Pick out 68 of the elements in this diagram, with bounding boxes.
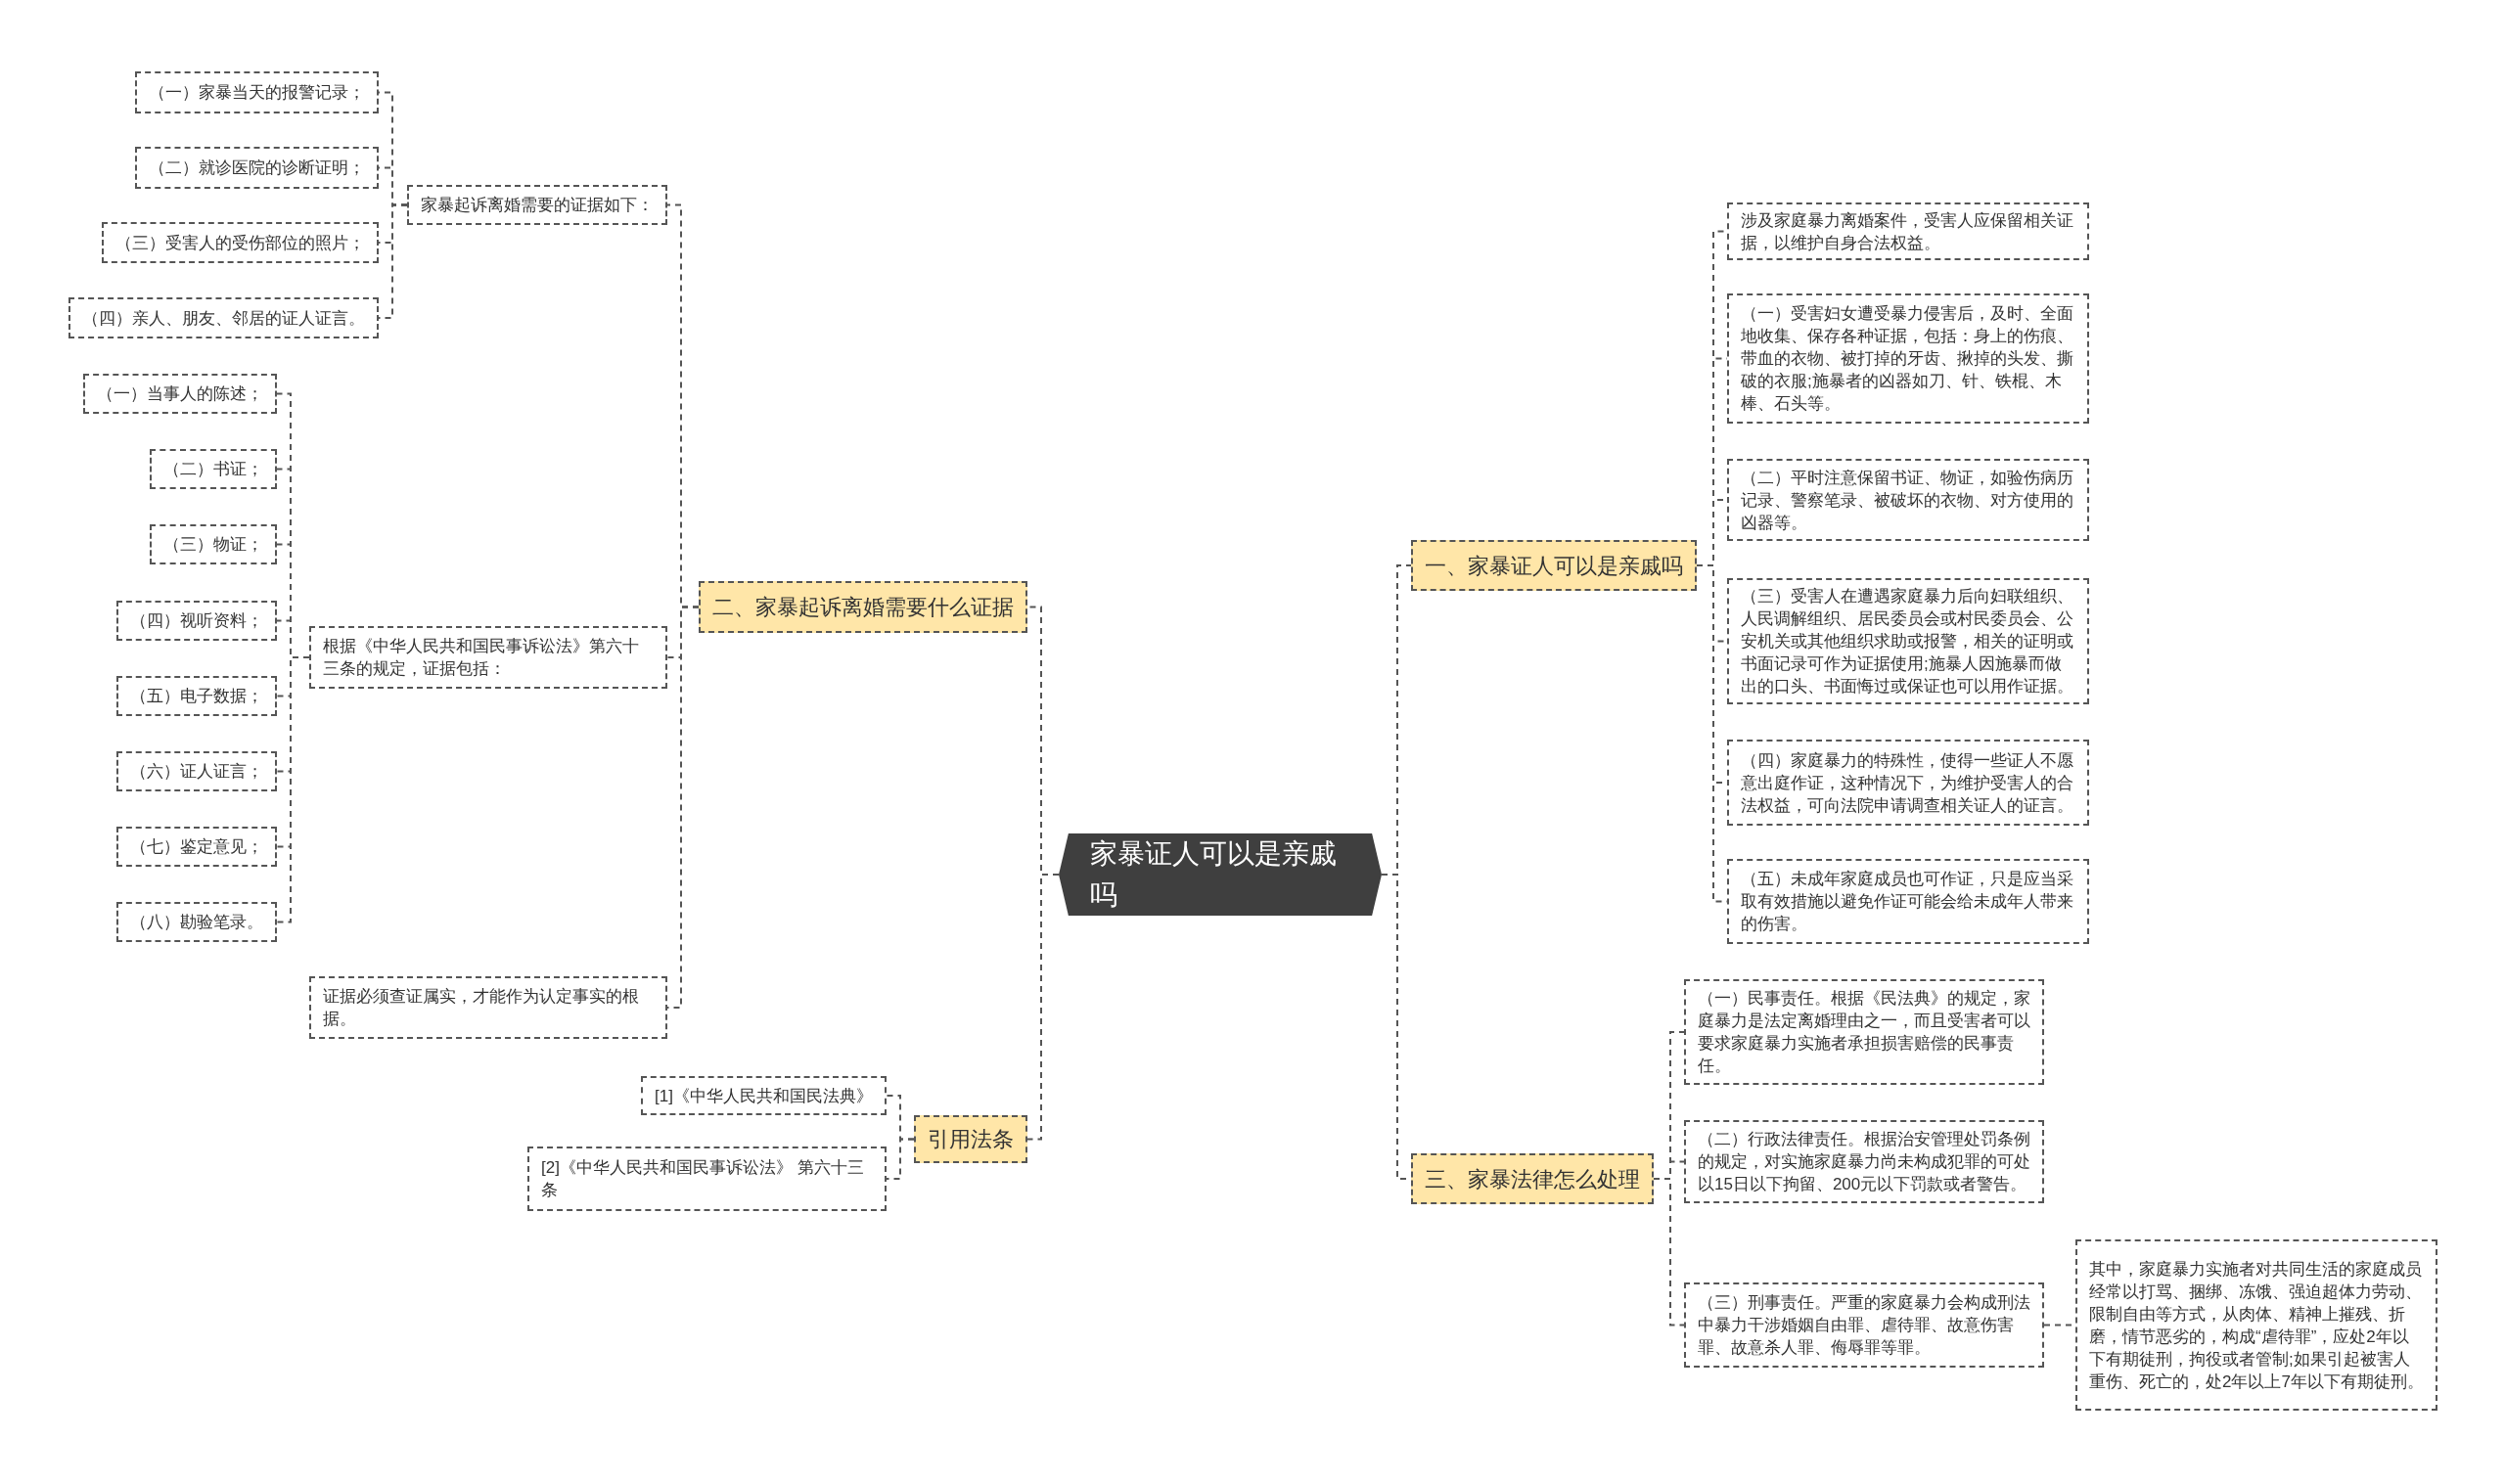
subtopic-box: [1727, 459, 2089, 541]
node-text: 家暴起诉离婚需要的证据如下：: [421, 195, 654, 216]
subtopic-box: [135, 147, 379, 189]
central-topic: [1059, 833, 1382, 916]
node-text: 涉及家庭暴力离婚案件，受害人应保留相关证据，以维护自身合法权益。: [1741, 209, 2074, 254]
node-text: （四）视听资料；: [130, 610, 263, 632]
node-text: （五）电子数据；: [130, 686, 263, 707]
subtopic-box: [1727, 578, 2089, 704]
subtopic-box: [1727, 202, 2089, 260]
node-text: （三）受害人在遭遇家庭暴力后向妇联组织、人民调解组织、居民委员会或村民委员会、公安机关或其他组织求助或报警，相关的证明或书面记录可作为证据使用;施暴人因施暴而做出的口头、书面悔过或保证也可以用作证据。: [1741, 586, 2074, 697]
subtopic-box: [1684, 979, 2044, 1085]
node-text: 二、家暴起诉离婚需要什么证据: [712, 594, 1014, 621]
node-text: （二）就诊医院的诊断证明；: [149, 157, 365, 179]
topic-box: [1411, 1153, 1654, 1204]
subtopic-box: [1727, 859, 2089, 944]
subtopic-box: [527, 1147, 887, 1211]
node-text: 证据必须查证属实，才能作为认定事实的根据。: [323, 986, 640, 1030]
node-text: （二）平时注意保留书证、物证，如验伤病历记录、警察笔录、被破坏的衣物、对方使用的凶器等。: [1741, 467, 2074, 534]
subtopic-box: [68, 297, 379, 338]
node-text: （一）民事责任。根据《民法典》的规定，家庭暴力是法定离婚理由之一，而且受害者可以要求家庭暴力实施者承担损害赔偿的民事责任。: [1698, 988, 2030, 1077]
connector-line: [886, 1138, 915, 1180]
subtopic-box: [116, 601, 277, 641]
node-text: （二）行政法律责任。根据治安管理处罚条例的规定，对实施家庭暴力尚未构成犯罪的可处以15日以下拘留、200元以下罚款或者警告。: [1698, 1129, 2030, 1195]
node-text: （五）未成年家庭成员也可作证，只是应当采取有效措施以避免作证可能会给未成年人带来的伤害。: [1741, 869, 2074, 935]
node-text: （一）受害妇女遭受暴力侵害后，及时、全面地收集、保存各种证据，包括：身上的伤痕、带血的衣物、被打掉的牙齿、揪掉的头发、撕破的衣服;施暴者的凶器如刀、针、铁棍、木棒、石头等。: [1741, 303, 2074, 415]
connector-line: [1026, 874, 1060, 1141]
node-text: （四）家庭暴力的特殊性，使得一些证人不愿意出庭作证，这种情况下，为维护受害人的合法权益，可向法院申请调查相关证人的证言。: [1741, 749, 2074, 817]
node-text: （三）受害人的受伤部位的照片；: [115, 232, 365, 254]
node-text: 根据《中华人民共和国民事诉讼法》第六十三条的规定，证据包括：: [323, 636, 640, 680]
subtopic-box: [116, 827, 277, 867]
node-text: [1]《中华人民共和国民法典》: [655, 1085, 873, 1107]
subtopic-box: [116, 751, 277, 791]
subtopic-box: [1727, 740, 2089, 826]
subtopic-box: [83, 374, 277, 414]
node-text: （八）勘验笔录。: [130, 912, 263, 933]
node-text: （二）书证；: [163, 459, 263, 480]
subtopic-box: [641, 1076, 887, 1115]
node-text: （一）当事人的陈述；: [97, 383, 263, 405]
topic-box: [699, 581, 1027, 633]
subtopic-box: [116, 902, 277, 942]
subtopic-box: [2075, 1239, 2437, 1411]
topic-box: [1411, 540, 1697, 591]
subtopic-box: [135, 71, 379, 113]
connector-line: [276, 656, 310, 923]
node-text: （三）物证；: [163, 534, 263, 556]
node-text: [2]《中华人民共和国民事诉讼法》 第六十三条: [541, 1157, 865, 1201]
subtopic-box: [116, 676, 277, 716]
node-text: 其中，家庭暴力实施者对共同生活的家庭成员经常以打骂、捆绑、冻饿、强迫超体力劳动、限制自由等方式，从肉体、精神上摧残、折磨，情节恶劣的，构成“虐待罪”，应处2年以下有期徒刑，拘役或者管制;如果引起被害人重伤、死亡的，处2年以上7年以下有期徒刑。: [2089, 1258, 2424, 1393]
subtopic-box: [1684, 1120, 2044, 1203]
subtopic-box: [150, 449, 277, 489]
subtopic-box: [407, 185, 667, 225]
subtopic-box: [309, 976, 667, 1039]
node-text: （三）刑事责任。严重的家庭暴力会构成刑法中暴力干涉婚姻自由罪、虐待罪、故意伤害罪、故意杀人罪、侮辱罪等罪。: [1698, 1292, 2030, 1359]
node-text: 家暴证人可以是亲戚吗: [1090, 837, 1338, 912]
node-text: （六）证人证言；: [130, 761, 263, 783]
node-text: 三、家暴法律怎么处理: [1425, 1165, 1640, 1193]
node-text: 一、家暴证人可以是亲戚吗: [1425, 552, 1683, 580]
node-text: （四）亲人、朋友、邻居的证人证言。: [82, 307, 365, 330]
topic-box: [914, 1115, 1027, 1163]
subtopic-box: [150, 524, 277, 564]
node-text: （七）鉴定意见；: [130, 836, 263, 858]
connector-line: [1653, 1178, 1685, 1327]
subtopic-box: [1684, 1282, 2044, 1368]
node-text: 引用法条: [928, 1126, 1014, 1153]
subtopic-box: [309, 626, 667, 689]
subtopic-box: [1727, 293, 2089, 424]
subtopic-box: [102, 222, 379, 263]
node-text: （一）家暴当天的报警记录；: [149, 82, 365, 104]
